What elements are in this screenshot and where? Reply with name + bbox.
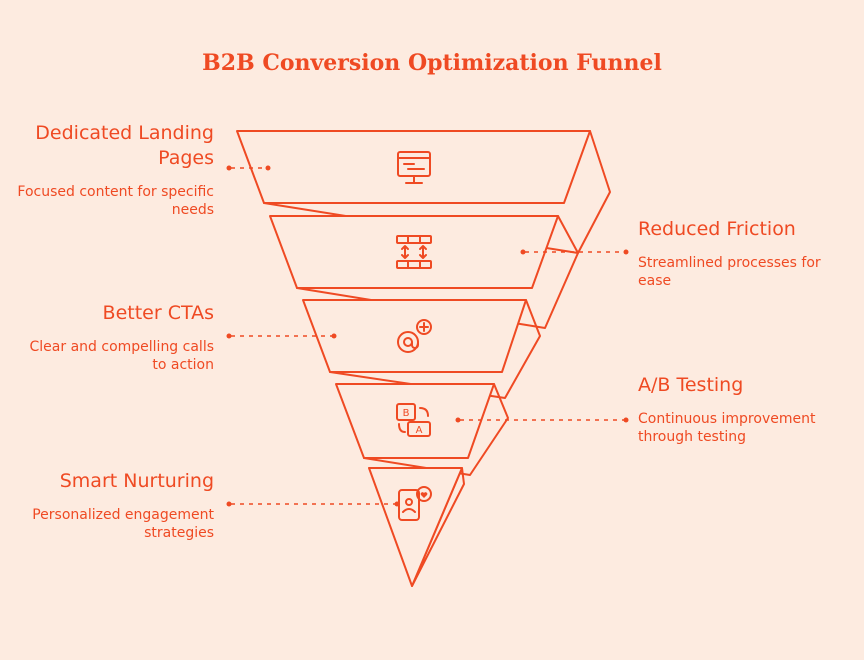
landing-page-monitor-icon xyxy=(397,151,431,184)
stage-description: Focused content for specific needs xyxy=(17,184,214,218)
at-sign-plus-icon xyxy=(397,319,432,353)
stage-title: Better CTAs xyxy=(102,302,214,324)
stage-description: Clear and compelling calls to action xyxy=(29,339,214,373)
stage-label-4: A/B Testing Continuous improvement throu… xyxy=(638,373,828,446)
stage-title: Dedicated Landing Pages xyxy=(35,122,214,169)
stage-label-5: Smart Nurturing Personalized engagement … xyxy=(14,469,214,542)
stage-title: Smart Nurturing xyxy=(59,470,214,492)
diagram-title: B2B Conversion Optimization Funnel xyxy=(202,50,662,76)
stage-description: Streamlined processes for ease xyxy=(638,255,821,289)
svg-text:B: B xyxy=(403,408,410,419)
streamline-rows-icon xyxy=(396,235,432,269)
stage-title: A/B Testing xyxy=(638,374,744,396)
stage-description: Continuous improvement through testing xyxy=(638,411,816,445)
stage-description: Personalized engagement strategies xyxy=(32,507,214,541)
funnel-layer-2 xyxy=(269,215,579,329)
stage-label-1: Dedicated Landing Pages Focused content … xyxy=(14,121,214,219)
funnel-layer-5 xyxy=(368,467,465,587)
stage-label-2: Reduced Friction Streamlined processes f… xyxy=(638,217,848,290)
stage-title: Reduced Friction xyxy=(638,218,796,240)
ab-test-icon: B A xyxy=(396,403,431,437)
stage-label-3: Better CTAs Clear and compelling calls t… xyxy=(14,301,214,374)
phone-heart-icon xyxy=(398,486,432,521)
svg-text:A: A xyxy=(416,425,423,436)
